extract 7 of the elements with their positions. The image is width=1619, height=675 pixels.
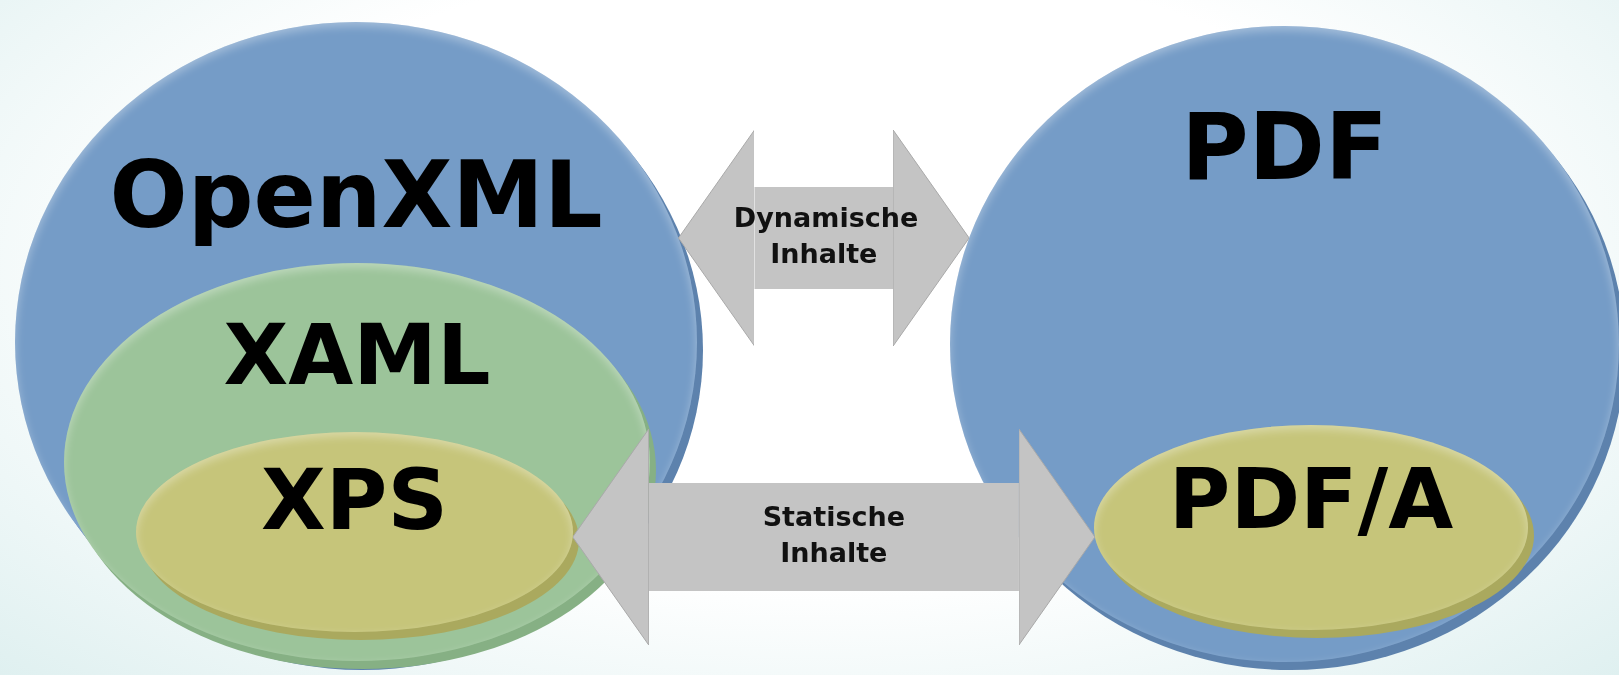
- format-label: PDF/A: [1167, 457, 1455, 541]
- double-arrow: [572, 428, 1096, 646]
- double-arrow: [678, 129, 970, 347]
- format-label: XAML: [222, 313, 492, 397]
- format-label: XPS: [260, 458, 449, 542]
- format-label: PDF: [1180, 102, 1389, 194]
- edge-label: Statische Inhalte: [761, 500, 906, 571]
